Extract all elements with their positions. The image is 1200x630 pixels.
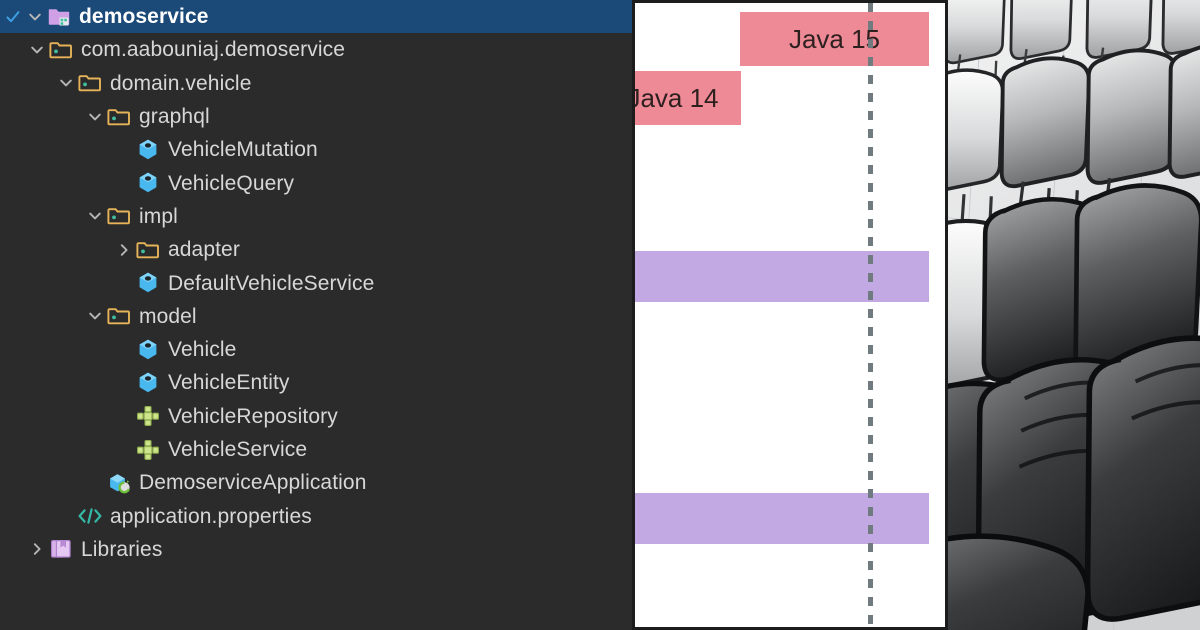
chevron-down-icon[interactable] bbox=[26, 39, 48, 61]
tree-item-domain-vehicle[interactable]: domain.vehicle bbox=[0, 67, 632, 100]
chevron-down-icon[interactable] bbox=[24, 6, 46, 28]
tree-item-impl[interactable]: impl bbox=[0, 200, 632, 233]
tree-item-label: demoservice bbox=[79, 5, 209, 29]
java-class-icon bbox=[135, 371, 161, 395]
tree-item-label: com.aabouniaj.demoservice bbox=[81, 38, 345, 62]
tree-item-label: model bbox=[139, 304, 197, 328]
tree-item-label: VehicleMutation bbox=[168, 138, 318, 162]
timeline-bar[interactable] bbox=[635, 251, 929, 302]
tree-item-vehiclerepository[interactable]: VehicleRepository bbox=[0, 400, 632, 433]
tree-item-label: DefaultVehicleService bbox=[168, 271, 375, 295]
timeline-bar[interactable] bbox=[635, 493, 929, 544]
chevron-right-icon[interactable] bbox=[26, 538, 48, 560]
tree-item-vehicleservice[interactable]: VehicleService bbox=[0, 433, 632, 466]
java-timeline-chart-panel: Java 15 Java 14 bbox=[632, 0, 948, 630]
tree-item-adapter[interactable]: adapter bbox=[0, 233, 632, 266]
tree-item-label: VehicleService bbox=[168, 438, 308, 461]
tree-item-model[interactable]: model bbox=[0, 300, 632, 333]
java-class-icon bbox=[135, 171, 161, 195]
package-folder-icon bbox=[48, 38, 74, 62]
tree-item-vehiclemutation[interactable]: VehicleMutation bbox=[0, 133, 632, 166]
timeline-bar[interactable]: Java 15 bbox=[740, 12, 929, 66]
package-folder-icon bbox=[106, 204, 132, 228]
tree-item-label: graphql bbox=[139, 105, 210, 129]
tree-item-graphql[interactable]: graphql bbox=[0, 100, 632, 133]
chevron-down-icon[interactable] bbox=[84, 205, 106, 227]
tree-item-demoservice[interactable]: demoservice bbox=[0, 0, 632, 34]
spring-boot-app-icon bbox=[106, 471, 132, 495]
tree-item-vehicleentity[interactable]: VehicleEntity bbox=[0, 366, 632, 399]
module-folder-icon bbox=[46, 5, 72, 29]
timeline-plot-area: Java 15 Java 14 bbox=[635, 3, 945, 627]
timeline-bar-label: Java 14 bbox=[632, 82, 719, 113]
tree-item-demoserviceapplication[interactable]: DemoserviceApplication bbox=[0, 466, 632, 499]
timeline-bar-label: Java 15 bbox=[788, 23, 881, 54]
package-folder-icon bbox=[106, 105, 132, 129]
project-tree-panel: demoservice com.aabouniaj.demoservice doma… bbox=[0, 0, 632, 566]
tree-item-label: VehicleRepository bbox=[168, 404, 338, 428]
today-marker-line bbox=[868, 3, 873, 627]
tree-item-label: domain.vehicle bbox=[110, 71, 252, 95]
code-file-icon bbox=[77, 504, 103, 528]
tree-item-vehicle[interactable]: Vehicle bbox=[0, 333, 632, 366]
project-tree-list: demoservice com.aabouniaj.demoservice doma… bbox=[0, 0, 632, 566]
chevron-down-icon[interactable] bbox=[84, 106, 106, 128]
timeline-bar[interactable]: Java 14 bbox=[632, 71, 741, 125]
chairs-photo bbox=[948, 0, 1200, 630]
chevron-down-icon[interactable] bbox=[84, 305, 106, 327]
java-interface-icon bbox=[135, 438, 161, 462]
tree-item-application-properties[interactable]: application.properties bbox=[0, 499, 632, 532]
java-class-icon bbox=[135, 138, 161, 162]
tree-item-label: VehicleEntity bbox=[168, 371, 290, 395]
package-folder-icon bbox=[106, 304, 132, 328]
java-class-icon bbox=[135, 271, 161, 295]
libraries-icon bbox=[48, 537, 74, 561]
chevron-right-icon[interactable] bbox=[113, 239, 135, 261]
tree-item-defaultvehicleservice[interactable]: DefaultVehicleService bbox=[0, 266, 632, 299]
tree-item-label: impl bbox=[139, 204, 178, 228]
checkmark-icon bbox=[2, 6, 24, 28]
tree-item-label: application.properties bbox=[110, 504, 312, 528]
tree-item-label: adapter bbox=[168, 238, 240, 262]
tree-item-label: Vehicle bbox=[168, 338, 237, 362]
tree-item-label: Libraries bbox=[81, 537, 163, 561]
tree-item-libraries[interactable]: Libraries bbox=[0, 533, 632, 566]
package-folder-icon bbox=[135, 238, 161, 262]
chevron-down-icon[interactable] bbox=[55, 72, 77, 94]
tree-item-vehiclequery[interactable]: VehicleQuery bbox=[0, 166, 632, 199]
tree-item-label: DemoserviceApplication bbox=[139, 471, 367, 495]
package-folder-icon bbox=[77, 71, 103, 95]
tree-item-com-aabouniaj-demoservice[interactable]: com.aabouniaj.demoservice bbox=[0, 33, 632, 66]
java-class-icon bbox=[135, 338, 161, 362]
java-interface-icon bbox=[135, 404, 161, 428]
tree-item-label: VehicleQuery bbox=[168, 171, 295, 195]
